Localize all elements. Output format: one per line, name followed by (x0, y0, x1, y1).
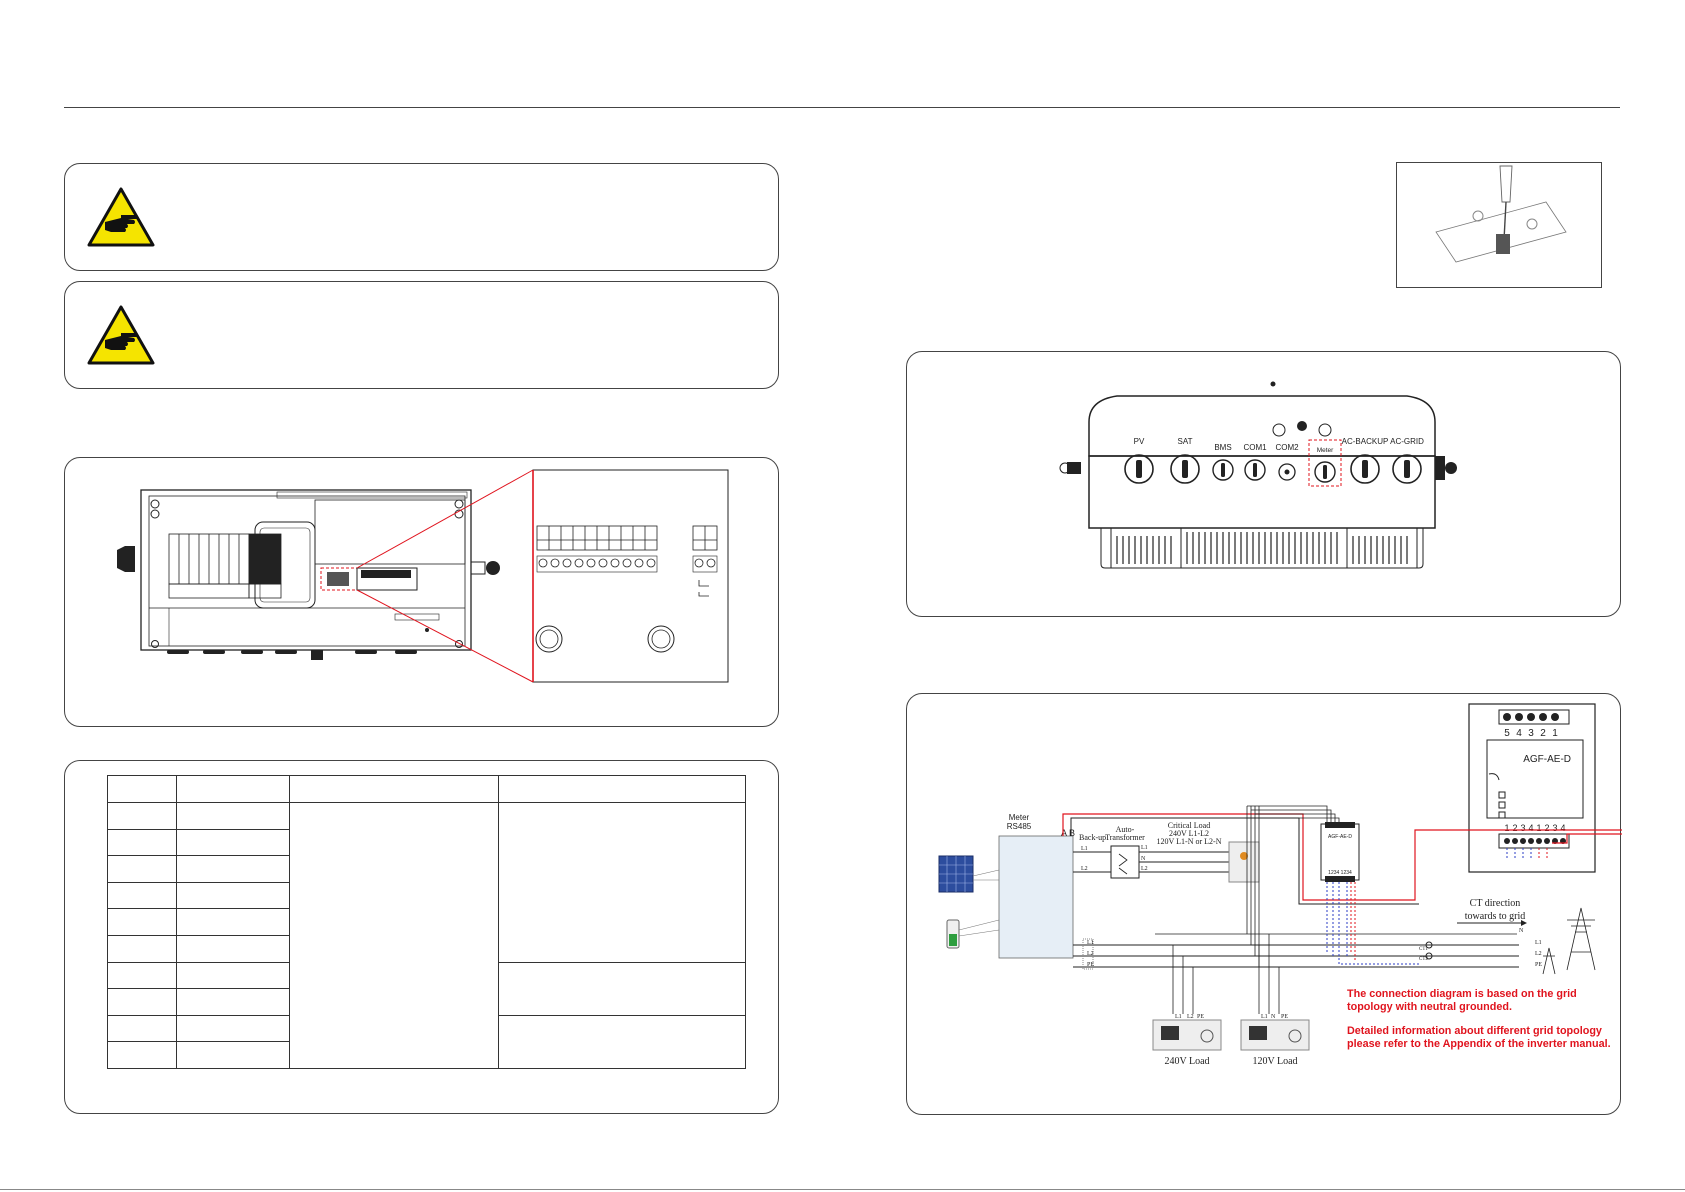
warning-box-2 (64, 281, 779, 389)
table-row (107, 828, 746, 857)
grid-pe-end-label: PE (1535, 962, 1542, 968)
load-240v-label: 240V Load (1164, 1056, 1209, 1067)
grid-l2-label: L2 (1087, 951, 1094, 957)
ct-pin-label: 2 (1512, 823, 1517, 833)
meter-pin-label: 2 (1540, 728, 1546, 739)
warning-hand-icon (87, 305, 155, 365)
at-l1-label: L1 (1141, 845, 1148, 851)
ct-pin-label: 1 (1504, 823, 1509, 833)
ct-pin-label: 1 (1536, 823, 1541, 833)
warning-box-1 (64, 163, 779, 271)
connection-diagram: 5 4 3 2 1 AGF-AE-D 1 2 3 4 1 2 3 4 (938, 703, 1622, 1067)
load240-l2-label: L2 (1187, 1014, 1194, 1020)
grid-pe-label: PE (1087, 962, 1094, 968)
auto-transformer-label-1: Auto- (1116, 825, 1135, 834)
pin-table (107, 775, 746, 1069)
ct-pin-label: 2 (1544, 823, 1549, 833)
note-line-3: Detailed information about different gri… (1347, 1025, 1602, 1037)
table-row (107, 1014, 746, 1069)
grid-l2-end-label: L2 (1535, 951, 1542, 957)
meter-pin-label: 4 (1516, 728, 1522, 739)
ct-pin-label: 3 (1520, 823, 1525, 833)
note-line-1: The connection diagram is based on the g… (1347, 988, 1577, 1000)
ct-pin-label: 4 (1560, 823, 1565, 833)
backup-l2-label: L2 (1081, 866, 1088, 872)
grid-pylon-icon (1542, 907, 1596, 975)
note-line-2: topology with neutral grounded. (1347, 1001, 1512, 1013)
warning-hand-icon (87, 187, 155, 247)
backup-l1-label: L1 (1081, 846, 1088, 852)
note-line-4: please refer to the Appendix of the inve… (1347, 1038, 1611, 1050)
load-120v-label: 120V Load (1252, 1056, 1297, 1067)
at-n-label: N (1141, 856, 1146, 862)
critical-load-label-3: 120V L1-N or L2-N (1157, 837, 1222, 846)
port-sat: SAT (1170, 437, 1200, 484)
battery-icon (946, 919, 960, 949)
port-label: BMS (1214, 443, 1231, 452)
port-meter: Meter (1308, 439, 1342, 487)
load240-pe-label: PE (1197, 1014, 1204, 1020)
footer-rule (0, 1189, 1685, 1190)
table-row (107, 802, 746, 1069)
meter-pin-label: 1 (1552, 728, 1558, 739)
ct-direction-label-1: CT direction (1470, 898, 1521, 909)
load120-n-label: N (1271, 1014, 1276, 1020)
small-meter-pins: 1234 1234 (1328, 870, 1352, 876)
table-row (107, 855, 746, 883)
port-label: AC-BACKUP (1342, 437, 1389, 446)
inverter-meter-label: Meter (1009, 813, 1030, 822)
port-bms: BMS (1212, 443, 1234, 481)
port-label: SAT (1178, 437, 1193, 446)
backup-label: Back-up (1079, 833, 1106, 842)
screwdriver-figure (1396, 162, 1602, 288)
port-com2: COM2 (1275, 443, 1299, 481)
ct-pin-label: 4 (1528, 823, 1533, 833)
pin-b-label: B (1069, 828, 1075, 838)
port-label: Meter (1317, 447, 1334, 454)
meter-connection-figure: 5 4 3 2 1 AGF-AE-D 1 2 3 4 1 2 3 4 (906, 693, 1622, 1115)
wiring-box-drawing (117, 469, 729, 683)
meter-ct-terminals: 1 2 3 4 1 2 3 4 (1498, 823, 1570, 849)
inverter-drawing: PV SAT BMS COM1 COM2 Meter (1059, 381, 1457, 569)
port-label: COM1 (1243, 443, 1267, 452)
port-pv: PV (1124, 437, 1154, 484)
meter-model-label: AGF-AE-D (1523, 754, 1571, 765)
table-row (107, 908, 746, 936)
load240-l1-label: L1 (1175, 1014, 1182, 1020)
critical-load-label-1: Critical Load (1168, 821, 1210, 830)
port-label: AC-GRID (1390, 437, 1424, 446)
at-l2-label: L2 (1141, 866, 1148, 872)
header-rule (64, 107, 1620, 108)
ct1-label: CT1 (1419, 947, 1428, 952)
grid-l1-end-label: L1 (1535, 940, 1542, 946)
ct-pin-label: 3 (1552, 823, 1557, 833)
load120-l1-label: L1 (1261, 1014, 1268, 1020)
inverter-bottom-figure: PV SAT BMS COM1 COM2 Meter (906, 351, 1621, 617)
auto-transformer-label-2: Transformer (1105, 833, 1145, 842)
ct2-label: CT2 (1419, 957, 1428, 962)
small-meter-model: AGF-AE-D (1328, 834, 1352, 840)
load120-pe-label: PE (1281, 1014, 1288, 1020)
port-com1: COM1 (1243, 443, 1267, 481)
table-row (107, 934, 746, 963)
solar-panel-icon (938, 855, 974, 893)
meter-pin-label: 3 (1528, 728, 1534, 739)
port-label: COM2 (1275, 443, 1299, 452)
critical-load-label-2: 240V L1-L2 (1169, 829, 1209, 838)
port-ac-grid: AC-GRID (1390, 437, 1424, 484)
table-row (107, 1041, 746, 1069)
meter-pin-label: 5 (1504, 728, 1510, 739)
table-header-row (107, 775, 746, 803)
grid-l1-label: L1 (1087, 940, 1094, 946)
grid-n-label: N (1519, 928, 1524, 934)
heatsink-fins (1116, 532, 1408, 564)
inverter-rs485-label: RS485 (1007, 822, 1032, 831)
port-ac-backup: AC-BACKUP (1342, 437, 1389, 484)
pin-a-label: A (1061, 828, 1067, 838)
port-label: PV (1134, 437, 1145, 446)
ct-direction-label-2: towards to grid (1465, 911, 1526, 922)
wiring-box-figure (64, 457, 779, 727)
meter-top-terminals: 5 4 3 2 1 (1498, 709, 1570, 739)
